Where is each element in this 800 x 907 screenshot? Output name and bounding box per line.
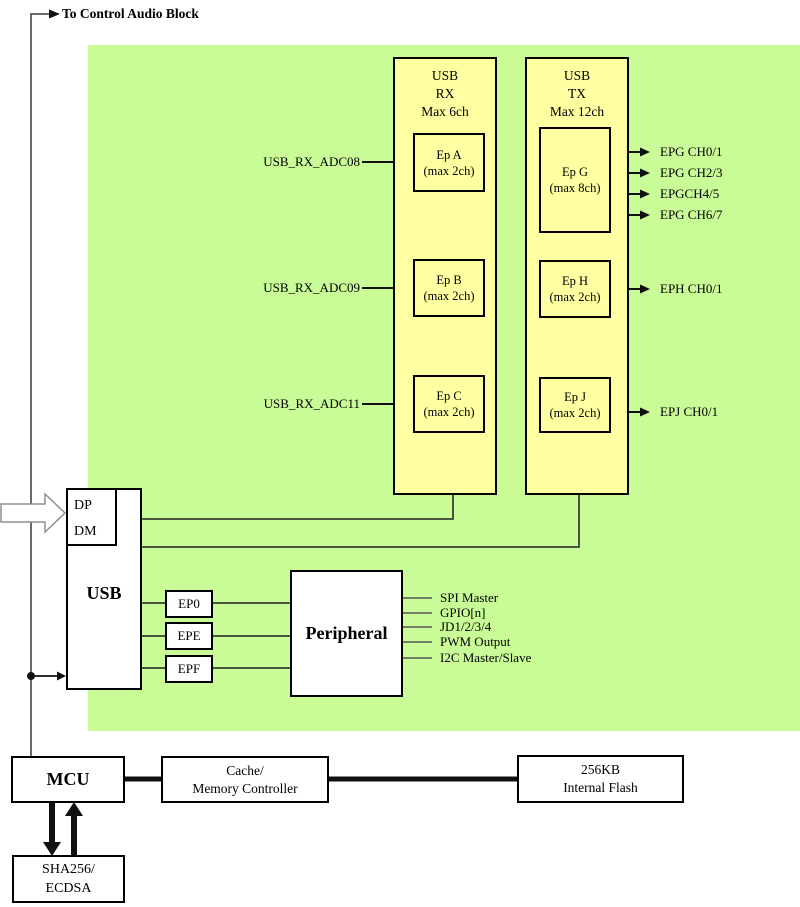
ep-a-box: Ep A (max 2ch): [413, 133, 485, 192]
usb-pin-box: DP DM: [66, 488, 117, 546]
ep-g-box: Ep G (max 8ch): [539, 127, 611, 233]
ep-j-box: Ep J (max 2ch): [539, 377, 611, 433]
label-usb-rx-adc08: USB_RX_ADC08: [263, 154, 360, 169]
ep-h-box: Ep H (max 2ch): [539, 260, 611, 318]
control-audio-label: To Control Audio Block: [62, 6, 199, 21]
cache-memory-controller-block: Cache/ Memory Controller: [161, 756, 329, 803]
mcu-sha-arrows: [43, 802, 83, 856]
internal-flash-block: 256KB Internal Flash: [517, 755, 684, 803]
label-eph-ch01: EPH CH0/1: [660, 281, 723, 296]
usb-block-title: USB: [86, 583, 122, 603]
label-epj-ch01: EPJ CH0/1: [660, 404, 719, 419]
label-gpio: GPIO[n]: [440, 605, 486, 620]
pin-dp: DP: [74, 498, 92, 513]
label-spi-master: SPI Master: [440, 590, 499, 605]
pin-dm: DM: [74, 524, 97, 539]
usb-bus-arrow: [0, 492, 67, 534]
ep0-box: EP0: [165, 590, 213, 618]
label-jd: JD1/2/3/4: [440, 619, 492, 634]
label-usb-rx-adc09: USB_RX_ADC09: [263, 280, 360, 295]
ep-c-box: Ep C (max 2ch): [413, 375, 485, 433]
epe-box: EPE: [165, 622, 213, 650]
mcu-block: MCU: [11, 756, 125, 803]
label-i2c-master-slave: I2C Master/Slave: [440, 650, 532, 665]
label-epg-ch01: EPG CH0/1: [660, 144, 723, 159]
label-epg-ch67: EPG CH6/7: [660, 207, 723, 222]
usb-controller-block: DP DM USB: [66, 488, 142, 690]
label-pwm-output: PWM Output: [440, 634, 511, 649]
sha-ecdsa-block: SHA256/ ECDSA: [12, 855, 125, 903]
usb-control-junction: [27, 671, 66, 681]
usb-tx-title: USB TX Max 12ch: [549, 68, 605, 119]
label-usb-rx-adc11: USB_RX_ADC11: [263, 396, 360, 411]
usb-rx-title: USB RX Max 6ch: [421, 68, 469, 119]
control-audio-line: [30, 9, 60, 756]
label-epg-ch45: EPGCH4/5: [660, 186, 720, 201]
peripheral-block: Peripheral: [290, 570, 403, 697]
ep-b-box: Ep B (max 2ch): [413, 259, 485, 317]
epf-box: EPF: [165, 655, 213, 683]
label-epg-ch23: EPG CH2/3: [660, 165, 723, 180]
